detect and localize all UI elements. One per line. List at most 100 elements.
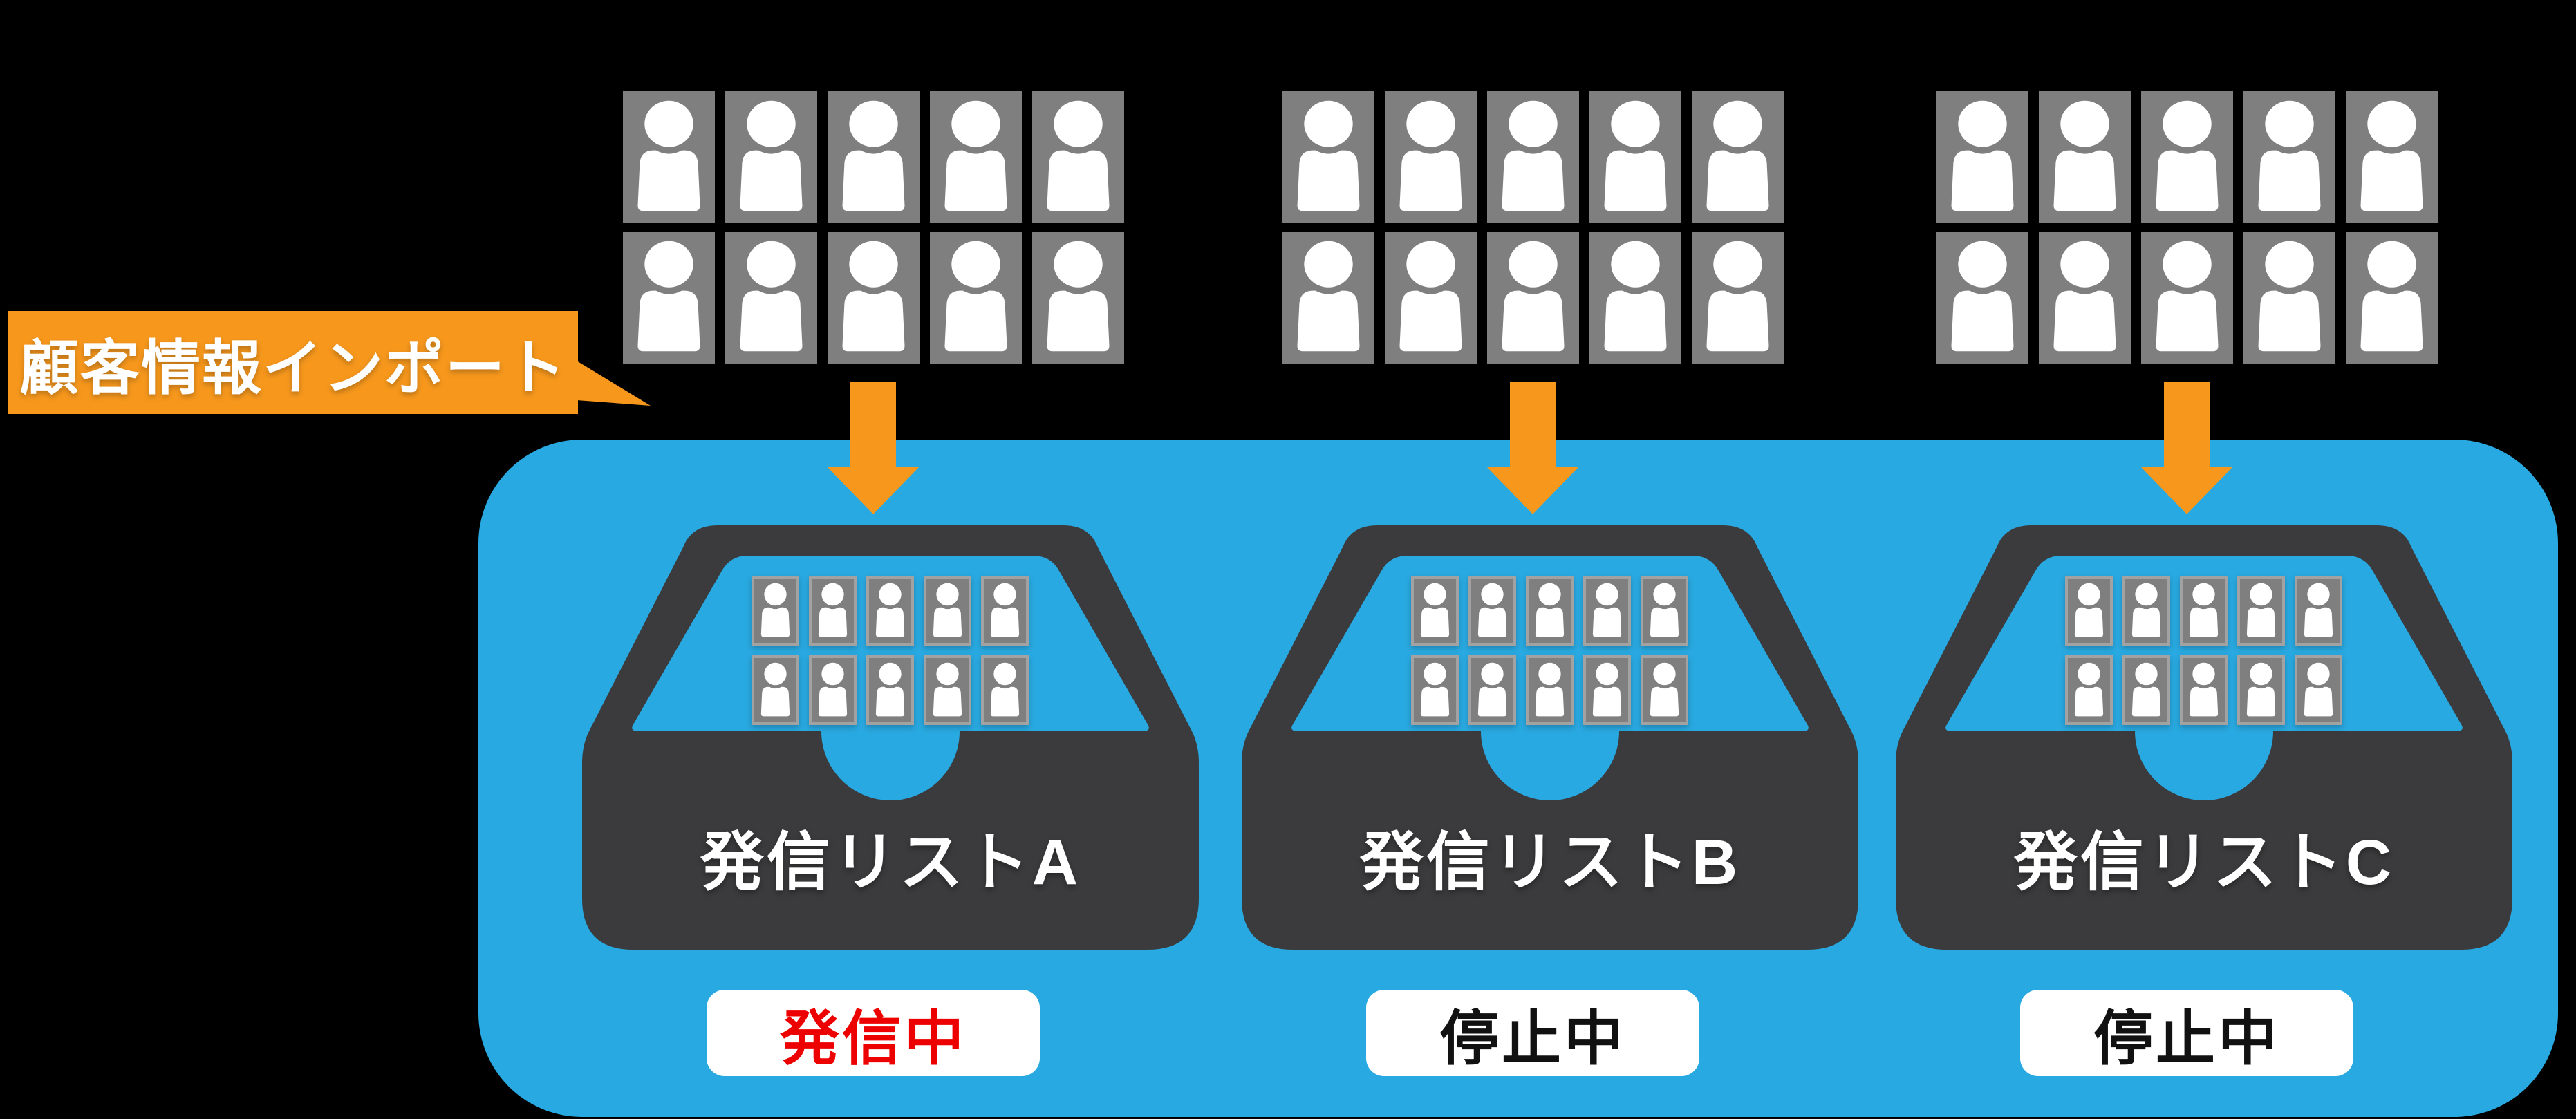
customer-card	[1936, 91, 2028, 223]
person-icon	[754, 658, 796, 722]
customer-card	[1583, 576, 1631, 646]
customer-card	[1641, 655, 1688, 725]
customer-card	[2180, 655, 2228, 725]
tray-customer-grid-c	[2065, 576, 2342, 725]
person-icon	[1643, 658, 1686, 722]
customer-card	[2122, 576, 2170, 646]
person-icon	[1414, 579, 1456, 643]
customer-card	[1411, 655, 1459, 725]
down-arrow-icon	[2141, 382, 2232, 514]
person-icon	[1385, 91, 1477, 223]
person-icon	[984, 579, 1026, 643]
customer-card	[809, 655, 857, 725]
customer-card	[2346, 232, 2438, 364]
customer-card	[1282, 91, 1374, 223]
person-icon	[2240, 658, 2282, 722]
person-icon	[1529, 579, 1571, 643]
customer-card	[981, 655, 1029, 725]
customer-card	[1526, 655, 1574, 725]
customer-card	[2295, 576, 2342, 646]
status-badge-a: 発信中	[707, 990, 1040, 1076]
person-icon	[2039, 232, 2131, 364]
person-icon	[1032, 91, 1124, 223]
customer-card	[1282, 232, 1374, 364]
customer-card	[725, 91, 817, 223]
down-arrow-icon	[1487, 382, 1578, 514]
person-icon	[828, 91, 920, 223]
person-icon	[926, 658, 969, 722]
customer-card	[1936, 232, 2028, 364]
person-icon	[1692, 91, 1784, 223]
customer-card	[1468, 655, 1516, 725]
person-icon	[2240, 579, 2282, 643]
person-icon	[623, 91, 715, 223]
call-list-title-b: 発信リストB	[1359, 827, 1741, 898]
person-icon	[869, 658, 911, 722]
person-icon	[828, 232, 920, 364]
person-icon	[1471, 579, 1513, 643]
customer-grid-b	[1282, 91, 1784, 364]
person-icon	[2141, 232, 2233, 364]
customer-card	[809, 576, 857, 646]
call-list-title-c: 発信リストC	[2013, 827, 2395, 898]
person-icon	[2183, 658, 2225, 722]
status-label-b: 停止中	[1439, 1006, 1626, 1072]
customer-card	[2065, 576, 2113, 646]
person-icon	[1589, 232, 1681, 364]
status-badge-c: 停止中	[2020, 990, 2353, 1076]
customer-card	[2346, 91, 2438, 223]
customer-card	[752, 655, 799, 725]
person-icon	[812, 579, 854, 643]
person-icon	[930, 91, 1022, 223]
customer-card	[2122, 655, 2170, 725]
customer-card	[2065, 655, 2113, 725]
customer-card	[2243, 232, 2335, 364]
person-icon	[2183, 579, 2225, 643]
customer-card	[752, 576, 799, 646]
person-icon	[2125, 579, 2167, 643]
person-icon	[2125, 658, 2167, 722]
customer-card	[1487, 91, 1579, 223]
person-icon	[1936, 232, 2028, 364]
customer-card	[2141, 91, 2233, 223]
customer-card	[2039, 232, 2131, 364]
person-icon	[1589, 91, 1681, 223]
customer-card	[866, 576, 914, 646]
customer-card	[2243, 91, 2335, 223]
customer-card	[1468, 576, 1516, 646]
person-icon	[1586, 658, 1628, 722]
person-icon	[2243, 232, 2335, 364]
call-list-tray-b: 発信リストB	[1242, 525, 1858, 950]
person-icon	[2297, 658, 2340, 722]
person-icon	[1586, 579, 1628, 643]
customer-card	[2295, 655, 2342, 725]
person-icon	[2243, 91, 2335, 223]
person-icon	[2068, 658, 2110, 722]
person-icon	[623, 232, 715, 364]
customer-card	[1641, 576, 1688, 646]
person-icon	[1471, 658, 1513, 722]
person-icon	[926, 579, 969, 643]
import-callout: 顧客情報インポート	[8, 311, 651, 414]
person-icon	[1282, 232, 1374, 364]
customer-card	[828, 232, 920, 364]
customer-grid-a	[623, 91, 1124, 364]
customer-card	[1385, 232, 1477, 364]
status-label-c: 停止中	[2093, 1006, 2280, 1072]
person-icon	[1936, 91, 2028, 223]
person-icon	[984, 658, 1026, 722]
customer-card	[1385, 91, 1477, 223]
customer-card	[725, 232, 817, 364]
person-icon	[2346, 91, 2438, 223]
person-icon	[1692, 232, 1784, 364]
call-list-title-a: 発信リストA	[700, 827, 1081, 898]
person-icon	[812, 658, 854, 722]
person-icon	[1385, 232, 1477, 364]
customer-card	[2237, 655, 2285, 725]
person-icon	[869, 579, 911, 643]
down-arrow-icon	[828, 382, 919, 514]
customer-card	[1589, 91, 1681, 223]
person-icon	[1529, 658, 1571, 722]
tray-customer-grid-b	[1411, 576, 1688, 725]
customer-card	[1589, 232, 1681, 364]
